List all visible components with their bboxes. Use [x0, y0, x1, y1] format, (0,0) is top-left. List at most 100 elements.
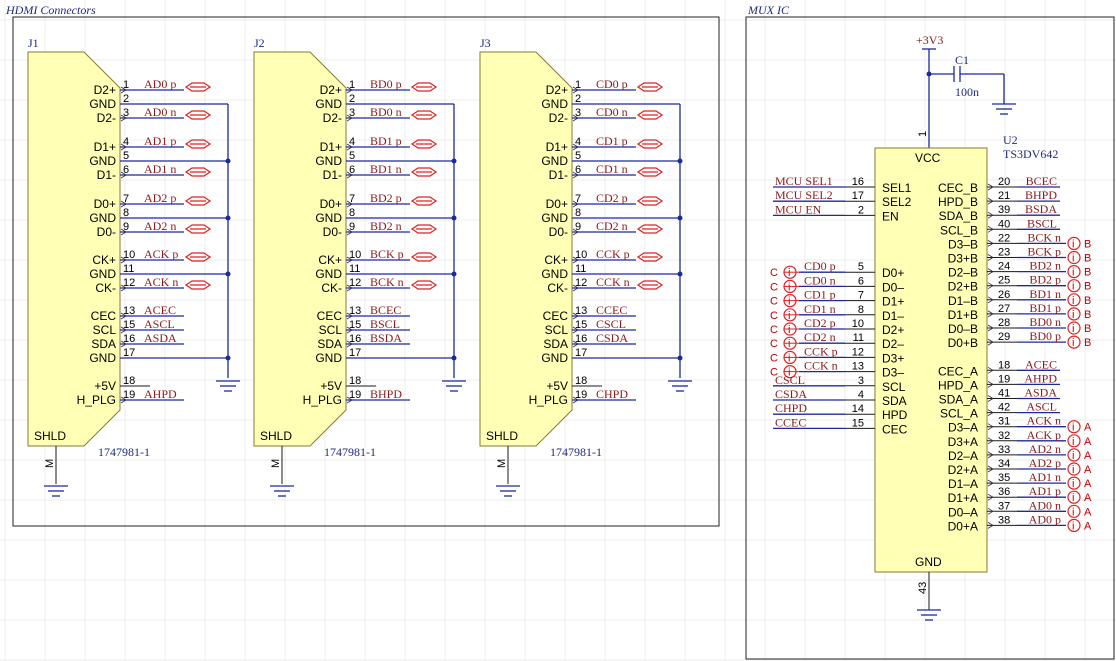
pin-number: 41	[998, 388, 1010, 400]
net-label: AD1 p	[1029, 484, 1061, 498]
port-letter: B	[1084, 253, 1091, 265]
vcc-pin-name: VCC	[915, 151, 941, 165]
net-label: CD2 p	[596, 191, 628, 205]
pin-name: D0–	[882, 280, 904, 294]
mux-ic-body	[874, 147, 988, 573]
pin-name: D1+	[882, 295, 904, 309]
net-label: BCK p	[1027, 245, 1061, 259]
pin-name: D0+	[546, 197, 568, 211]
port-marker-icon: i	[783, 365, 799, 379]
pin-number: 17	[852, 190, 864, 202]
pin-number: 16	[852, 176, 864, 188]
net-label: MCU SEL2	[775, 188, 833, 202]
port-marker-icon: i	[1067, 279, 1081, 293]
pin-name: SCL_B	[940, 223, 978, 237]
pin-name: D0–B	[948, 322, 978, 336]
pin-name: D2+	[94, 83, 116, 97]
pin-io-arrow-icon	[987, 437, 994, 445]
port-marker-icon: i	[1067, 518, 1081, 532]
net-label: CCEC	[775, 415, 806, 429]
diff-pair-icon	[410, 280, 438, 290]
net-label: BD1 n	[1029, 287, 1061, 301]
pin-name: GND	[89, 211, 116, 225]
pin-number: 29	[998, 331, 1010, 343]
port-letter: C	[770, 281, 778, 293]
pin-number: 39	[998, 204, 1010, 216]
pin-name: GND	[89, 97, 116, 111]
connector-part: 1747981-1	[98, 445, 150, 459]
net-label: AHPD	[1024, 371, 1057, 385]
port-letter: A	[1084, 422, 1092, 434]
hdmi-connectors-frame	[12, 16, 720, 527]
pin-io-arrow-icon	[987, 183, 994, 191]
diff-pair-icon	[410, 196, 438, 206]
pin-name: D2+	[320, 83, 342, 97]
pin-name: CK-	[95, 281, 116, 295]
net-label: BSDA	[1025, 202, 1057, 216]
diff-pair-icon	[636, 167, 664, 177]
shield-ground-icon	[496, 485, 520, 497]
pin-io-arrow-icon	[987, 338, 994, 346]
pin-number: 4	[123, 136, 129, 148]
pin-name: D2+	[882, 323, 904, 337]
pin-name: D1–	[882, 309, 904, 323]
pin-number: 7	[123, 193, 129, 205]
pin-name: GND	[315, 97, 342, 111]
pin-number: 7	[858, 290, 864, 302]
pin-io-arrow-icon	[987, 197, 994, 205]
svg-text:i: i	[788, 352, 790, 364]
mux-ic-title: MUX IC	[747, 3, 790, 17]
pin-io-arrow-icon	[987, 479, 994, 487]
net-label: BHPD	[1025, 188, 1057, 202]
pin-number: 10	[575, 249, 587, 261]
pin-number: 16	[349, 333, 361, 345]
svg-text:i: i	[788, 281, 790, 293]
pin-name: D2+	[546, 83, 568, 97]
svg-text:i: i	[788, 267, 790, 279]
pin-number: 4	[349, 136, 355, 148]
svg-text:i: i	[1072, 520, 1074, 532]
pin-number: 19	[575, 389, 587, 401]
pin-io-arrow-icon	[987, 324, 994, 332]
net-label: MCU EN	[775, 202, 822, 216]
pin-number: 42	[998, 402, 1010, 414]
connector-ref: J1	[28, 36, 39, 50]
pin-number: 12	[123, 277, 135, 289]
net-label: BD0 p	[370, 77, 402, 91]
diff-pair-icon	[636, 110, 664, 120]
pin-name: SDA_B	[939, 209, 978, 223]
pin-io-arrow-icon	[987, 465, 994, 473]
shield-ground-icon	[270, 485, 294, 497]
pin-number: 35	[998, 472, 1010, 484]
net-label: CHPD	[596, 387, 628, 401]
diff-pair-icon	[184, 82, 212, 92]
pin-number: 33	[998, 444, 1010, 456]
pin-name: CK+	[318, 253, 342, 267]
net-label: BSCL	[1027, 216, 1057, 230]
connector-body	[479, 51, 573, 447]
